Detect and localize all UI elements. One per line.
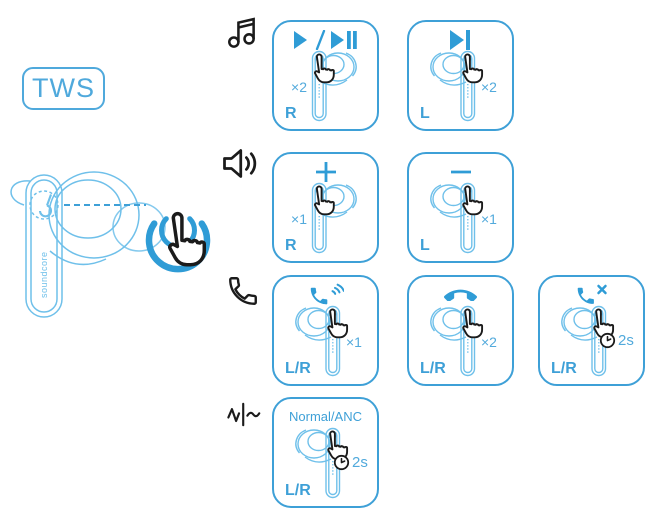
card-answer-call: ×1 L/R [272, 275, 379, 386]
tap-count: ×2 [481, 79, 497, 95]
tap-hand-icon [462, 308, 484, 339]
anc-wave-icon [227, 402, 261, 427]
clock-icon [333, 454, 350, 471]
side-label: L [420, 237, 430, 254]
side-label: R [285, 237, 297, 254]
side-label: L [420, 105, 430, 122]
earbud-line-art [10, 171, 166, 318]
play-and-play-pause-icon [274, 28, 377, 51]
tap-count: ×2 [291, 79, 307, 95]
hold-duration: 2s [618, 332, 634, 349]
clock-icon [599, 332, 616, 349]
plus-icon [274, 160, 377, 183]
tws-mode-badge: TWS [22, 67, 105, 110]
tap-count: ×1 [481, 211, 497, 227]
end-call-icon [409, 283, 512, 306]
card-reject-call: 2s L/R [538, 275, 645, 386]
card-volume-down: ×1 L [407, 152, 514, 263]
side-label: L/R [420, 360, 446, 377]
tap-hand-icon [462, 185, 484, 216]
minus-icon [409, 160, 512, 183]
incoming-call-icon [274, 283, 377, 306]
phone-handset-icon [229, 277, 257, 305]
side-label: L/R [285, 482, 311, 499]
tap-count: ×1 [346, 334, 362, 350]
card-mode-switch: Normal/ANC 2s L/R [272, 397, 379, 508]
next-track-icon [409, 28, 512, 51]
card-next-track: ×2 L [407, 20, 514, 131]
music-notes-icon [228, 17, 255, 48]
tap-hand-icon [327, 308, 349, 339]
earbud-illustration: soundcore [10, 171, 211, 318]
hold-gesture: 2s [333, 454, 368, 471]
side-label: R [285, 105, 297, 122]
speaker-volume-icon [223, 149, 257, 178]
hold-duration: 2s [352, 454, 368, 471]
reject-call-icon [540, 283, 643, 306]
tap-count: ×1 [291, 211, 307, 227]
tap-hand-icon [462, 53, 484, 84]
hold-gesture: 2s [599, 332, 634, 349]
side-label: L/R [285, 360, 311, 377]
mode-label: Normal/ANC [289, 409, 362, 424]
brand-text: soundcore [39, 251, 49, 298]
tap-gesture-icon [145, 211, 211, 273]
card-volume-up: ×1 R [272, 152, 379, 263]
side-label: L/R [551, 360, 577, 377]
tap-hand-icon [168, 211, 207, 267]
tws-label: TWS [32, 73, 95, 103]
card-play-pause: ×2 R [272, 20, 379, 131]
card-end-call: ×2 L/R [407, 275, 514, 386]
tap-count: ×2 [481, 334, 497, 350]
